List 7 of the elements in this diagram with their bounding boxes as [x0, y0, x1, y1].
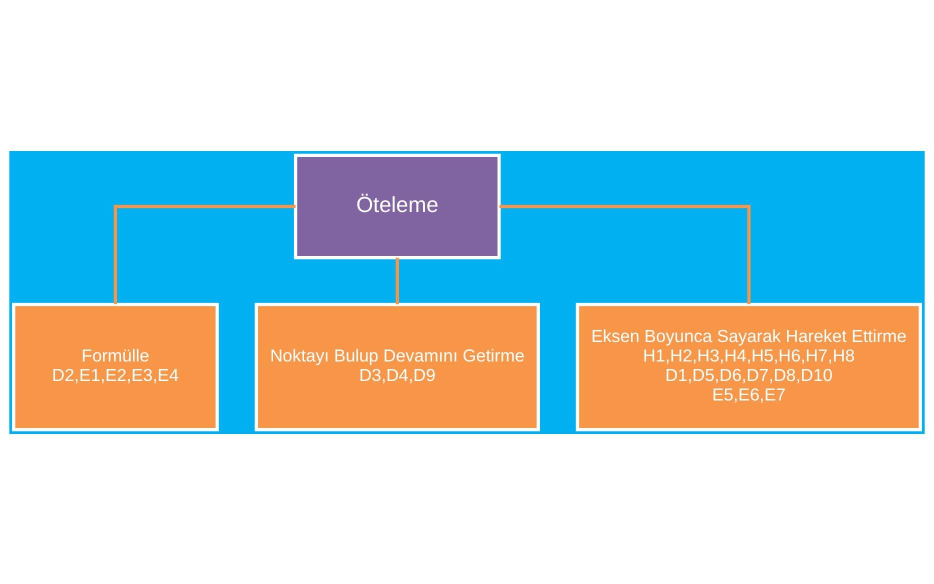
- node-box: Öteleme: [294, 153, 501, 259]
- connector: [396, 257, 399, 304]
- node-box: Noktayı Bulup Devamını Getirme D3,D4,D9: [254, 302, 540, 431]
- connector: [500, 204, 751, 304]
- node-box: Formülle D2,E1,E2,E3,E4: [12, 302, 219, 431]
- node-box: Eksen Boyunca Sayarak Hareket Ettirme H1,H2,H3,H4,H5,H6,H7,H8 D1,D5,D6,D7,D8,D10 E5,E6,E7: [576, 302, 922, 431]
- connector: [114, 204, 296, 304]
